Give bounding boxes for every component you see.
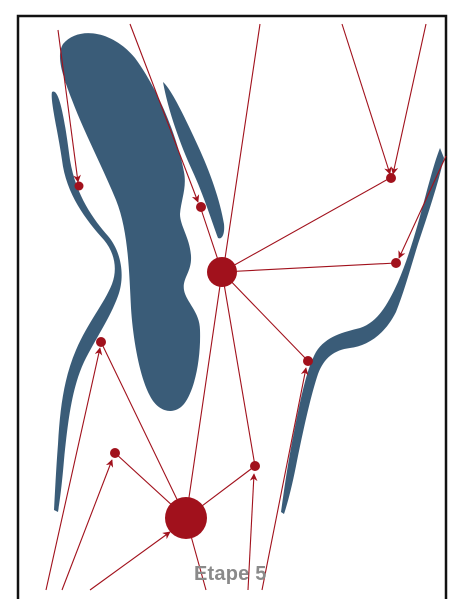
route-arrow	[89, 531, 171, 591]
route-arrow	[341, 23, 392, 175]
frame-border	[16, 14, 448, 599]
lake-shape	[59, 33, 201, 411]
route-line	[221, 271, 256, 467]
route-line	[185, 271, 223, 519]
route-line	[100, 341, 187, 519]
node-small	[391, 258, 401, 268]
route-arrow	[129, 23, 200, 203]
network-nodes	[74, 173, 401, 539]
route-arrow	[390, 23, 427, 175]
route-arrow	[398, 155, 447, 259]
river-right	[281, 148, 444, 514]
water-shapes	[51, 33, 444, 514]
node-small	[250, 461, 260, 471]
node-small	[74, 181, 84, 191]
route-arrow	[45, 347, 103, 591]
route-line	[221, 262, 397, 273]
node-small	[196, 202, 206, 212]
route-line	[221, 177, 391, 273]
node-small	[303, 356, 313, 366]
route-line	[221, 271, 309, 362]
network-routes	[45, 23, 447, 591]
route-arrow	[261, 367, 309, 591]
route-arrow	[61, 459, 114, 591]
step-caption: Etape 5	[194, 563, 267, 585]
node-small	[96, 337, 106, 347]
node-small	[110, 448, 120, 458]
river-left	[51, 91, 122, 512]
route-line	[222, 23, 261, 273]
node-hub-lower	[165, 497, 207, 539]
node-hub-upper	[207, 257, 237, 287]
node-small	[386, 173, 396, 183]
route-arrow	[57, 29, 81, 183]
route-arrow	[247, 473, 258, 591]
river-middle	[163, 82, 225, 239]
